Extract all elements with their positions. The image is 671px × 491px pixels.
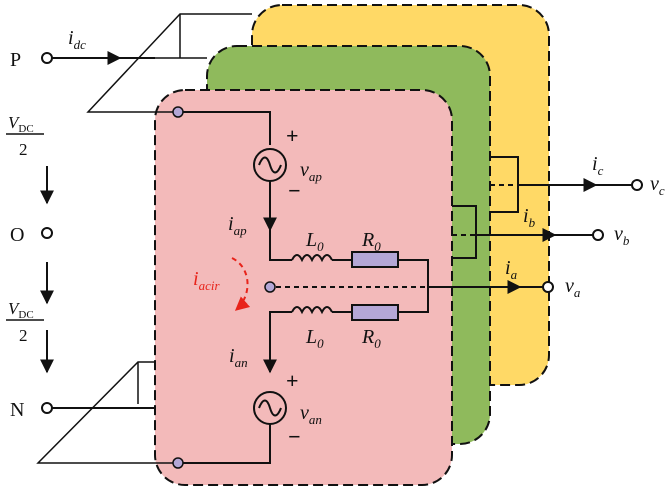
terminal-vc-node — [631, 179, 643, 191]
dc-negative-bus — [36, 361, 178, 464]
dc-positive-bus-b — [100, 14, 207, 59]
lower-arm-node — [172, 457, 184, 469]
phase-a-voltage-label: va — [565, 275, 581, 300]
upper-source-minus: − — [288, 178, 301, 203]
terminal-vb-node — [592, 229, 604, 241]
upper-resistor-label: R0 — [361, 229, 381, 254]
terminal-n-label: N — [10, 399, 24, 421]
upper-source-label: vap — [300, 159, 322, 184]
upper-arm-current-label: iap — [228, 213, 247, 238]
dc-positive-bus — [86, 13, 252, 113]
dc-upper-voltage-den: 2 — [19, 140, 28, 159]
phase-b-bracket — [452, 205, 477, 259]
phase-c-current-label: ic — [592, 153, 604, 178]
upper-arm-node — [172, 106, 184, 118]
terminal-p-label: P — [10, 49, 21, 71]
upper-inductor-label: L0 — [305, 229, 324, 254]
circulating-current-label: iacir — [193, 268, 220, 293]
terminal-n-node — [41, 402, 53, 414]
upper-source-plus: + — [286, 123, 299, 148]
terminal-o-node — [41, 227, 53, 239]
lower-source-plus: + — [286, 368, 299, 393]
lower-resistor-label: R0 — [361, 326, 381, 351]
phase-c-voltage-label: vc — [650, 173, 665, 198]
upper-inductor — [291, 254, 333, 263]
terminal-p-node — [41, 52, 53, 64]
phase-b-current-label: ib — [523, 205, 536, 230]
terminal-o-label: O — [10, 224, 24, 246]
dc-lower-voltage-den: 2 — [19, 326, 28, 345]
lower-inductor — [291, 306, 333, 315]
dc-upper-voltage-label: VDC — [8, 113, 34, 135]
lower-arm-current-label: ian — [229, 345, 248, 370]
upper-resistor — [351, 251, 399, 268]
phase-b-voltage-label: vb — [614, 223, 630, 248]
lower-resistor — [351, 304, 399, 321]
lower-source-minus: − — [288, 424, 301, 449]
lower-inductor-label: L0 — [305, 326, 324, 351]
phase-a-midpoint-node — [264, 281, 276, 293]
lower-source-label: van — [300, 402, 322, 427]
terminal-va-node — [542, 281, 554, 293]
dc-lower-voltage-label: VDC — [8, 299, 34, 321]
circulating-current-arrow — [231, 257, 251, 311]
dc-current-label: idc — [68, 27, 86, 52]
phase-a-current-label: ia — [505, 257, 518, 282]
